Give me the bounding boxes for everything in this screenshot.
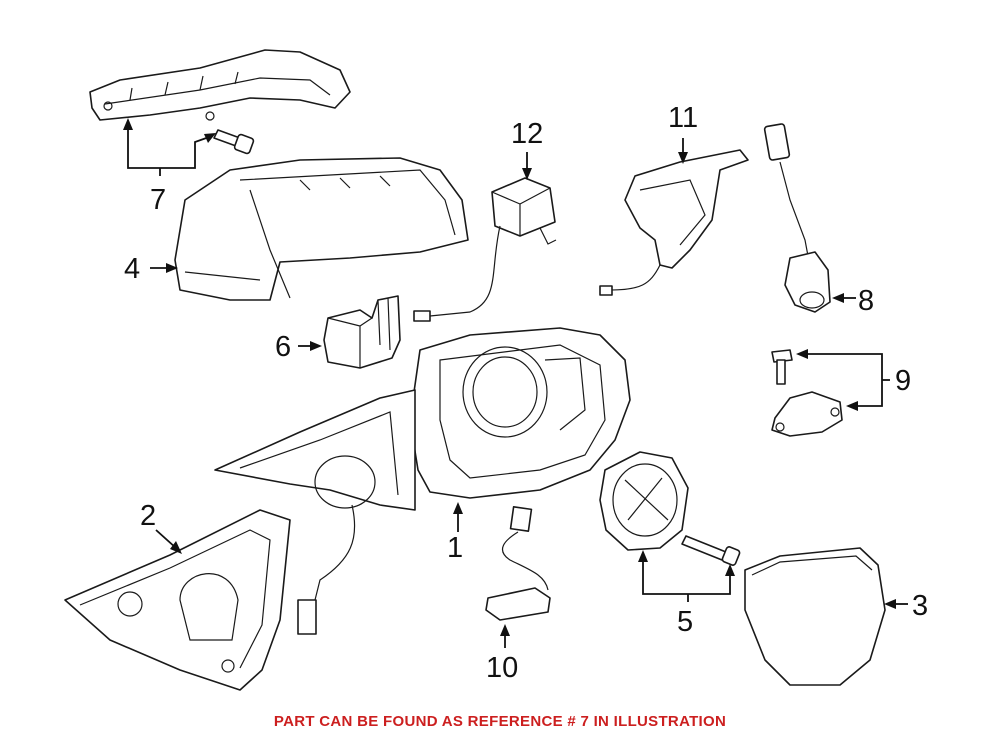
leader-12 (522, 152, 532, 180)
callout-10: 10 (486, 652, 519, 684)
callout-5: 5 (677, 606, 694, 638)
leader-9 (796, 349, 890, 411)
callout-8: 8 (858, 285, 875, 317)
part-1-mirror-housing (214, 327, 631, 635)
leader-5 (638, 550, 735, 602)
leader-3 (884, 599, 908, 609)
leader-11 (678, 138, 688, 164)
part-2-triangle-cover (64, 509, 291, 691)
leader-4 (150, 263, 178, 273)
part-12-control-module (413, 177, 557, 322)
part-7-turn-signal-lamp (89, 49, 351, 121)
part-8-sensor (763, 123, 831, 313)
callout-1: 1 (447, 532, 464, 564)
part-9-base (771, 391, 843, 437)
part-5-bolt (681, 535, 741, 566)
leader-7 (123, 118, 216, 176)
callout-2: 2 (140, 500, 157, 532)
part-6-motor (323, 295, 401, 369)
callout-6: 6 (275, 331, 292, 363)
part-11-bracket (599, 149, 749, 296)
callout-3: 3 (912, 590, 929, 622)
leader-1 (453, 502, 463, 532)
leader-6 (298, 341, 322, 351)
leader-2 (155, 529, 182, 554)
reference-caption: PART CAN BE FOUND AS REFERENCE # 7 IN IL… (273, 713, 727, 730)
part-9-bolt (771, 349, 793, 385)
leader-10 (500, 624, 510, 648)
part-7-screw (213, 129, 255, 155)
part-5-mount (599, 451, 689, 551)
callout-12: 12 (511, 118, 544, 150)
leader-8 (832, 293, 856, 303)
callout-11: 11 (668, 102, 699, 134)
callout-4: 4 (124, 253, 141, 285)
part-4-mirror-cover (174, 157, 469, 301)
callout-7: 7 (150, 184, 167, 216)
callout-9: 9 (895, 365, 912, 397)
part-10-connector (485, 506, 551, 621)
part-3-mirror-glass (744, 547, 886, 686)
